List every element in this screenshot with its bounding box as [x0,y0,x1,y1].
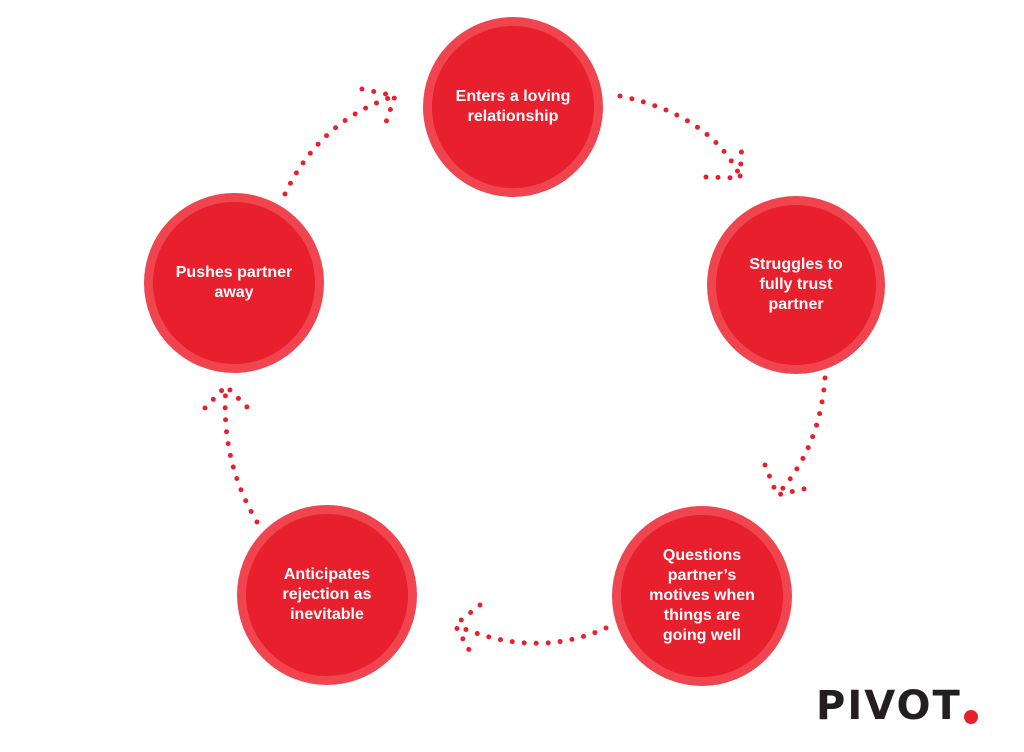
cycle-step-label: Enters a loving relationship [455,88,571,125]
cycle-step-circle: Anticipates rejection as inevitable [246,514,408,676]
cycle-step-struggles-to-trust: Struggles to fully trust partner [707,196,885,374]
cycle-step-circle: Enters a loving relationship [432,26,594,188]
arrow-path-2-to-3 [774,375,828,498]
logo-dot-icon [963,710,978,724]
cycle-step-anticipates-rejection: Anticipates rejection as inevitable [237,505,417,685]
cycle-step-circle: Struggles to fully trust partner [716,205,876,365]
arrow-path-4-to-5 [222,383,260,525]
arrow-path-1-to-2 [617,93,743,179]
arrowhead-2-to-3 [762,462,811,498]
pivot-logo: PIVOT [816,683,978,729]
cycle-step-pushes-away: Pushes partner away [144,193,324,373]
logo-text: PIVOT [816,683,962,729]
arrowhead-4-to-5 [202,382,251,411]
arrow-path-3-to-4 [452,622,609,646]
cycle-step-label: Struggles to fully trust partner [749,256,843,313]
arrow-path-5-to-1 [282,93,398,197]
cycle-step-circle: Questions partner’s motives when things … [621,515,783,677]
cycle-step-label: Anticipates rejection as inevitable [282,566,372,623]
cycle-step-circle: Pushes partner away [153,202,315,364]
cycle-step-label: Pushes partner away [175,264,293,301]
cycle-step-questions-motives: Questions partner’s motives when things … [612,506,792,686]
cycle-step-label: Questions partner’s motives when things … [649,547,755,644]
arrowhead-1-to-2 [703,139,745,181]
arrowhead-5-to-1 [359,86,399,131]
cycle-step-enters-relationship: Enters a loving relationship [423,17,603,197]
arrowhead-3-to-4 [451,602,483,658]
